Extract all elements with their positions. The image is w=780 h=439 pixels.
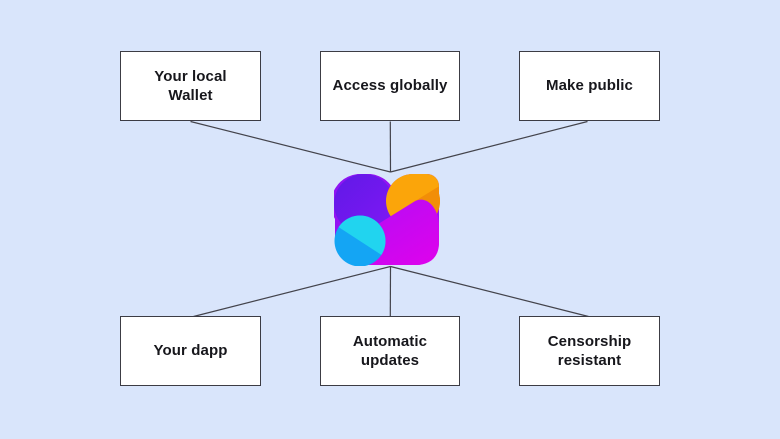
node-access-globally: Access globally [320,51,460,121]
node-local-wallet: Your local Wallet [120,51,261,121]
node-your-dapp-label: Your dapp [153,342,228,360]
node-your-dapp: Your dapp [120,316,261,386]
node-local-wallet-label: Your local Wallet [154,67,227,105]
node-access-globally-label: Access globally [332,77,448,95]
app-logo-icon [334,174,440,266]
node-automatic-updates: Automatic updates [320,316,460,386]
connector-bottom-right [390,265,589,318]
connector-top-right [390,120,588,173]
node-make-public-label: Make public [546,77,633,95]
connector-bottom-left [193,265,391,318]
connector-top-left [190,120,391,173]
node-censorship-resistant: Censorship resistant [519,316,660,386]
node-censorship-resistant-label: Censorship resistant [547,332,632,370]
node-make-public: Make public [519,51,660,121]
node-automatic-updates-label: Automatic updates [352,332,428,370]
